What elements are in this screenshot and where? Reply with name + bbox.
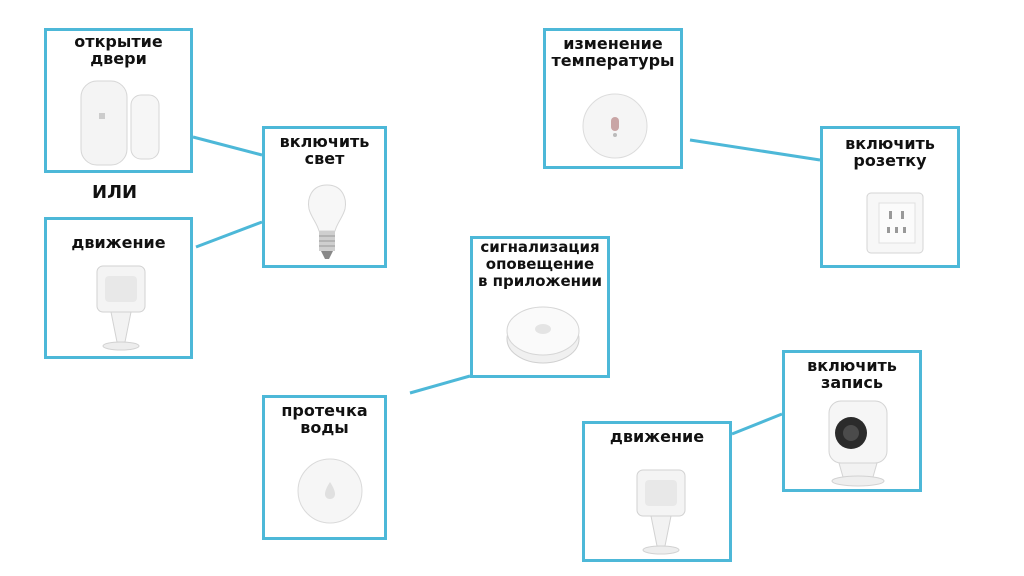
connector-door-light bbox=[192, 135, 263, 157]
gateway-hub-icon bbox=[506, 306, 580, 364]
light-bulb-icon bbox=[308, 184, 346, 259]
card-socket-on: включить розетку bbox=[820, 126, 960, 268]
card-label: движение bbox=[609, 427, 705, 446]
card-record-on: включить запись bbox=[782, 350, 922, 492]
card-label: включить свет bbox=[279, 132, 370, 168]
card-label: изменение температуры bbox=[551, 34, 675, 70]
card-door-open: открытие двери bbox=[44, 28, 193, 173]
or-label: ИЛИ bbox=[92, 182, 138, 203]
card-label: открытие двери bbox=[74, 32, 163, 68]
card-label: включить запись bbox=[807, 356, 897, 392]
connector-leak-alarm bbox=[409, 374, 471, 395]
card-light-on: включить свет bbox=[262, 126, 387, 268]
connector-motion-light bbox=[195, 220, 263, 249]
connector-temp-socket bbox=[689, 138, 821, 162]
temperature-sensor-icon bbox=[582, 93, 648, 159]
motion-sensor-icon bbox=[636, 469, 686, 555]
water-leak-sensor-icon bbox=[297, 458, 363, 524]
connector-motion-record bbox=[731, 412, 783, 436]
card-label: протечка воды bbox=[281, 401, 368, 437]
card-temp-change: изменение температуры bbox=[543, 28, 683, 169]
card-label: включить розетку bbox=[845, 134, 935, 170]
door-sensor-icon bbox=[80, 80, 160, 166]
card-alarm-notify: сигнализация оповещение в приложении bbox=[470, 236, 610, 378]
card-motion-1: движение bbox=[44, 217, 193, 359]
motion-sensor-icon bbox=[96, 265, 146, 351]
wall-socket-icon bbox=[866, 192, 924, 254]
camera-icon bbox=[828, 400, 888, 487]
card-motion-2: движение bbox=[582, 421, 732, 562]
card-label: движение bbox=[71, 233, 166, 252]
card-water-leak: протечка воды bbox=[262, 395, 387, 540]
card-label: сигнализация оповещение в приложении bbox=[477, 238, 603, 290]
